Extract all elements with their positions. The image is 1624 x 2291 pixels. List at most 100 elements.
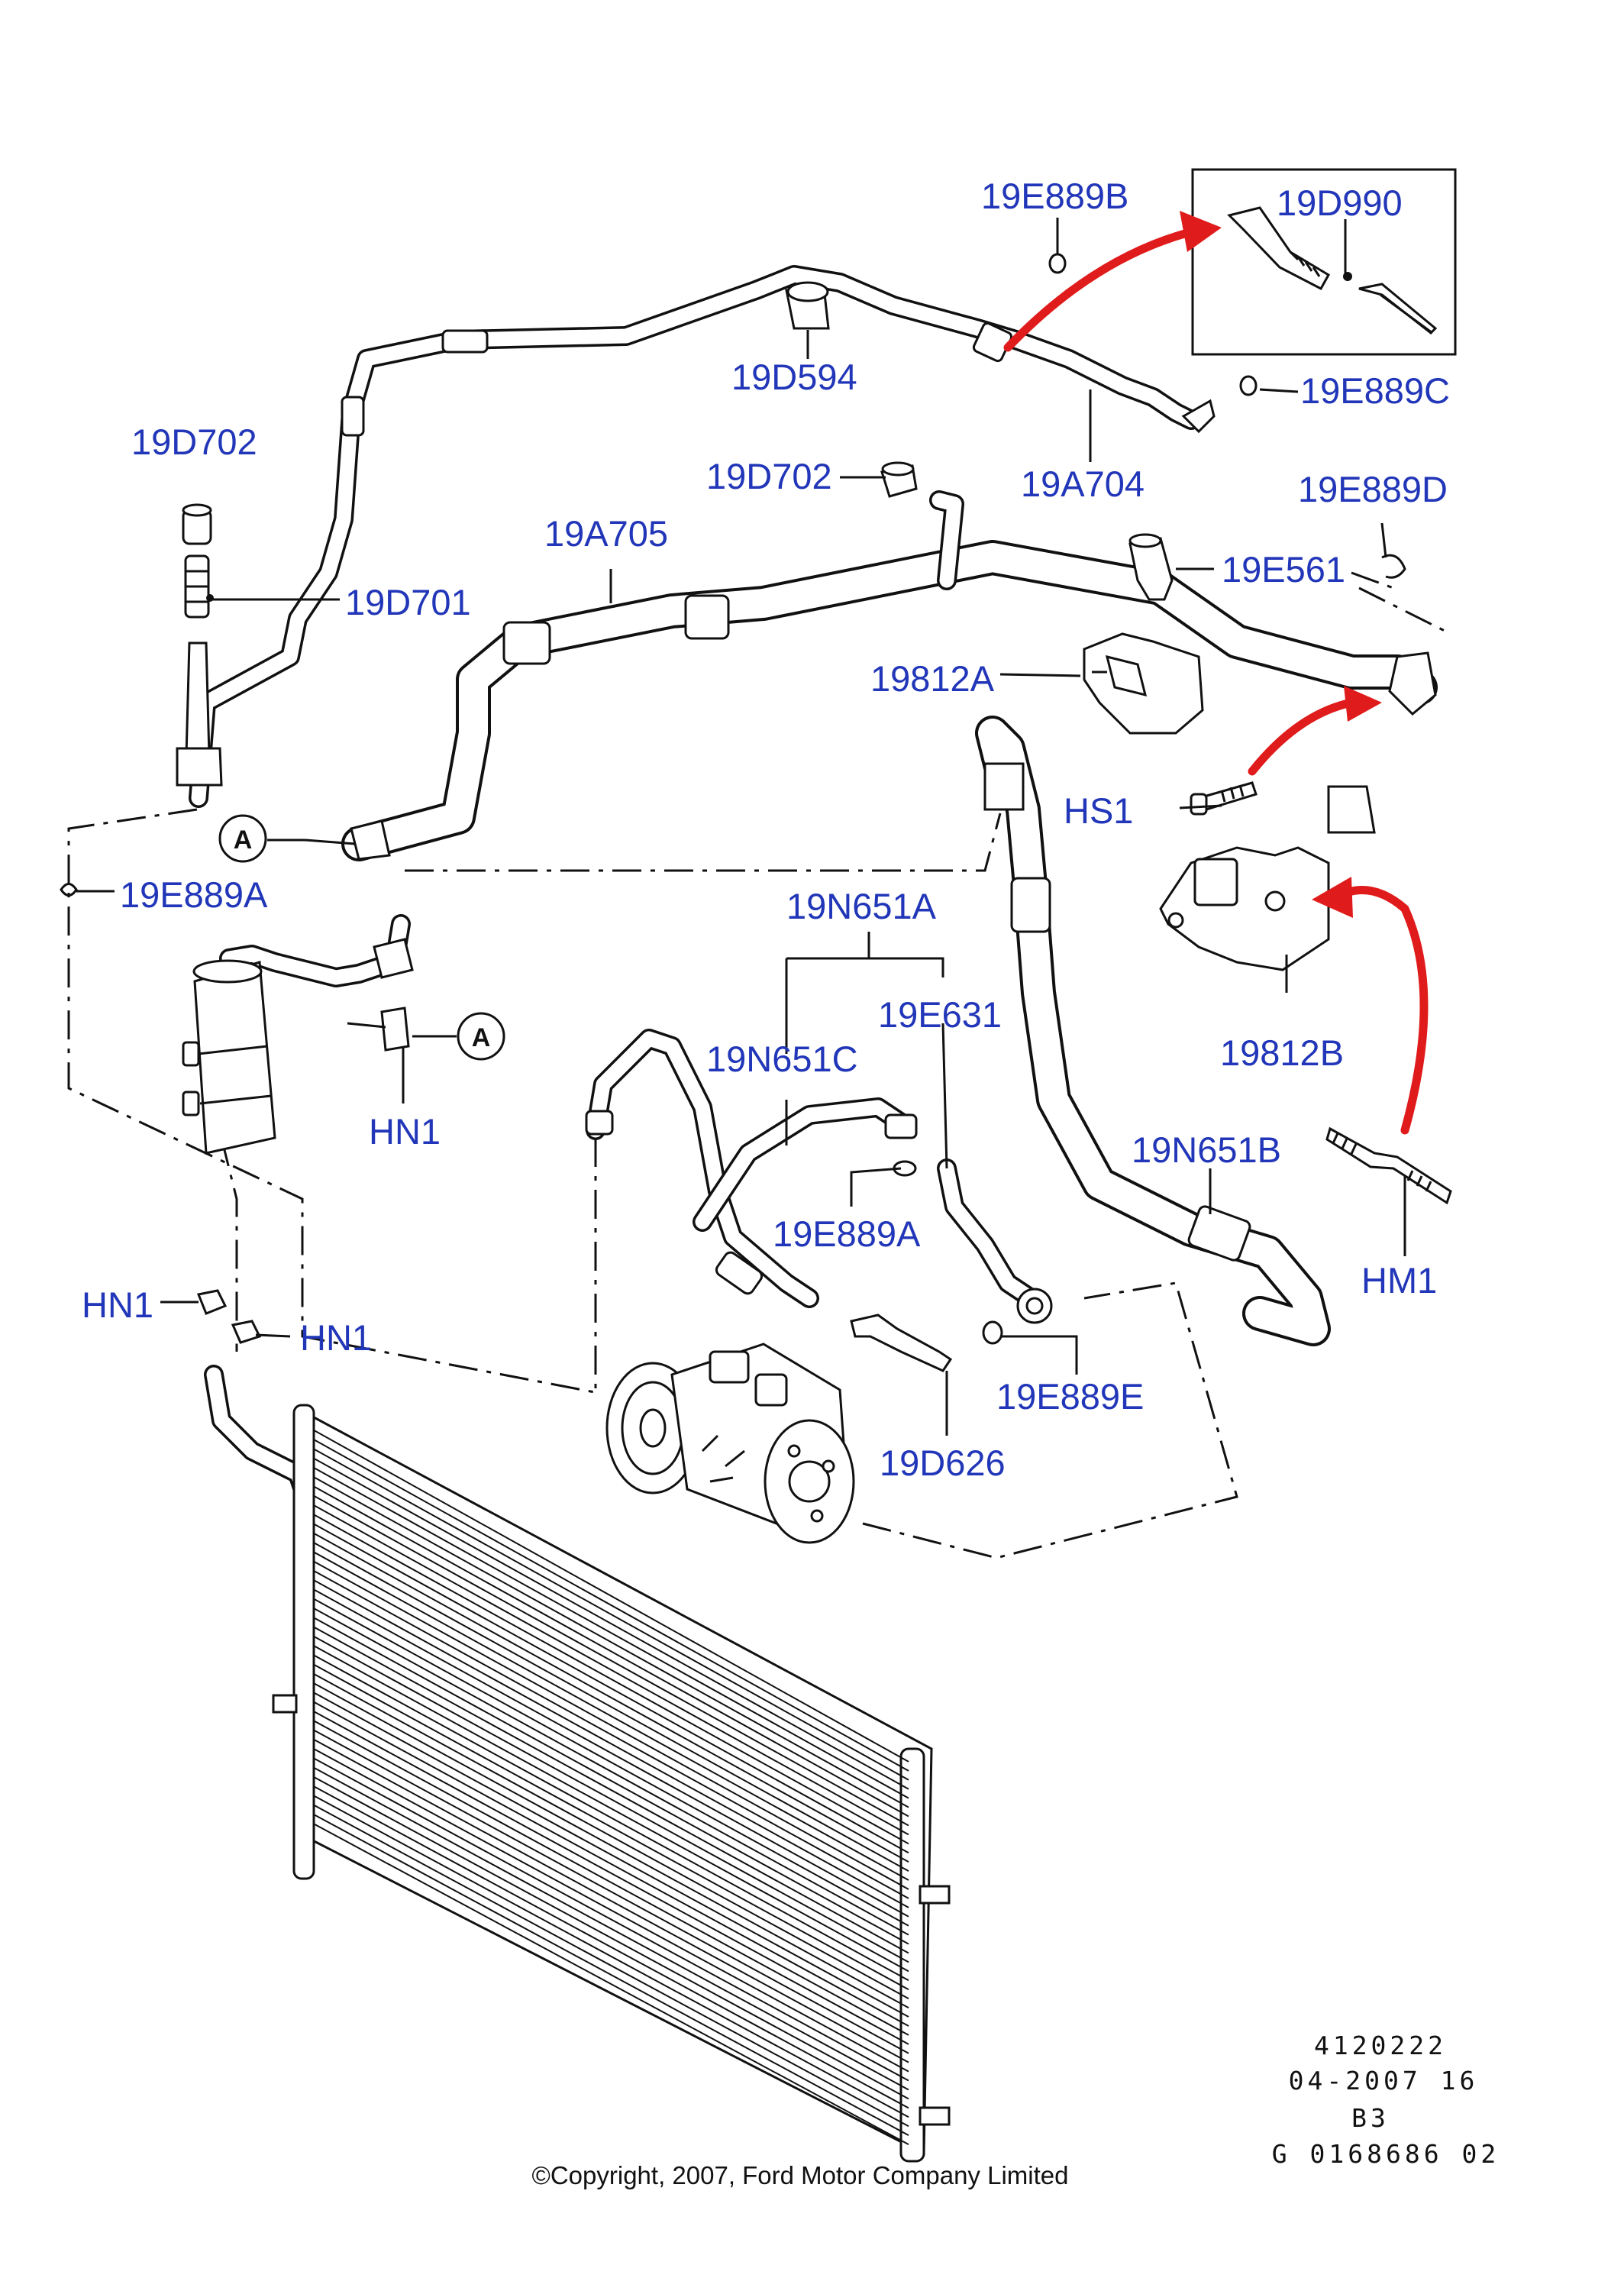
reference-line-2: 04-2007 16 xyxy=(1289,2066,1479,2096)
label-19812B: 19812B xyxy=(1220,1032,1344,1073)
condenser-fin xyxy=(312,1719,909,2045)
label-19A705: 19A705 xyxy=(544,513,668,554)
pipe-19A705 xyxy=(305,490,1438,861)
pipe-19N651C xyxy=(585,1029,918,1308)
pressure-switch-valve-core xyxy=(1227,206,1438,334)
pipe-19N651A xyxy=(975,716,1331,1346)
label-19E631: 19E631 xyxy=(878,994,1002,1035)
condenser-fin xyxy=(312,1710,909,2036)
pipe-19E631 xyxy=(937,1158,1053,1324)
label-19D702-left: 19D702 xyxy=(131,422,257,462)
label-19D702-mid: 19D702 xyxy=(706,456,832,496)
condenser xyxy=(272,1404,951,2163)
condenser-fin xyxy=(312,1747,909,2073)
condenser-fin xyxy=(312,1598,909,1927)
condenser-fin xyxy=(312,1795,909,2118)
condenser-fin xyxy=(312,1672,909,2000)
condenser-fin xyxy=(312,1438,909,1772)
condenser-fin xyxy=(312,1663,909,1991)
condenser-fin xyxy=(312,1447,909,1781)
condenser-fin xyxy=(312,1616,909,1945)
label-HN1-right: HN1 xyxy=(300,1317,372,1358)
condenser-fin xyxy=(312,1813,909,2137)
label-19N651C: 19N651C xyxy=(706,1039,858,1079)
condenser-fin xyxy=(312,1804,909,2128)
assembly-dash-lines xyxy=(67,571,1451,1559)
pipe-19A704 xyxy=(189,265,1216,808)
label-19D626: 19D626 xyxy=(880,1443,1006,1483)
condenser-fin xyxy=(312,1569,909,1899)
condenser-fin xyxy=(312,1626,909,1954)
condenser-fin xyxy=(312,1644,909,1973)
condenser-fin xyxy=(312,1550,909,1881)
condenser-fin xyxy=(312,1822,909,2145)
red-arrow-bolt xyxy=(1248,698,1356,776)
part-labels: 19E889B 19D990 19D594 19E889C 19D702 19D… xyxy=(82,176,1450,1483)
label-19E889B: 19E889B xyxy=(981,176,1128,216)
callout-A-upper: A xyxy=(218,814,267,863)
condenser-fin xyxy=(312,1738,909,2063)
reference-line-3: B3 xyxy=(1351,2103,1390,2133)
condenser-fin xyxy=(312,1541,909,1872)
label-19E889D: 19E889D xyxy=(1298,469,1448,509)
reference-line-1: 4120222 xyxy=(1314,2031,1447,2060)
label-19A704: 19A704 xyxy=(1021,464,1145,504)
compressor xyxy=(605,1343,855,1544)
condenser-fins xyxy=(312,1429,909,2145)
label-19D990: 19D990 xyxy=(1277,183,1403,223)
condenser-fin xyxy=(312,1729,909,2054)
clip-19812B xyxy=(1159,785,1376,971)
bolt-HS1 xyxy=(1190,781,1258,816)
condenser-fin xyxy=(312,1485,909,1818)
label-19812A: 19812A xyxy=(870,658,995,699)
label-HN1-left: HN1 xyxy=(82,1284,153,1325)
condenser-fin xyxy=(312,1682,909,2008)
clip-HN1-receiver xyxy=(380,1007,410,1052)
condenser-fin xyxy=(312,1532,909,1863)
condenser-fin xyxy=(312,1701,909,2027)
label-19E561: 19E561 xyxy=(1222,549,1345,590)
bracket-19D626 xyxy=(850,1314,953,1372)
condenser-fin xyxy=(312,1523,909,1854)
condenser-fin xyxy=(312,1457,909,1790)
receiver-drier xyxy=(182,959,276,1155)
condenser-fin xyxy=(312,1475,909,1808)
copyright-notice: ©Copyright, 2007, Ford Motor Company Lim… xyxy=(532,2161,1069,2189)
stud-HM1 xyxy=(1325,1126,1452,1205)
callout-A-upper-letter: A xyxy=(234,826,253,855)
switch-19E561 xyxy=(1128,533,1174,601)
condenser-fin xyxy=(312,1504,909,1836)
reference-block: 4120222 04-2007 16 B3 G 0168686 02 xyxy=(1272,2031,1500,2169)
condenser-fin xyxy=(312,1494,909,1827)
label-HN1-mid: HN1 xyxy=(369,1111,441,1152)
charge-valve-19D702-19D701 xyxy=(176,503,223,787)
condenser-fin xyxy=(312,1785,909,2109)
condenser-fin xyxy=(312,1513,909,1845)
red-arrow-stud xyxy=(1339,886,1429,1135)
label-19D594: 19D594 xyxy=(731,357,857,397)
red-arrows xyxy=(1003,211,1429,1135)
condenser-fin xyxy=(312,1607,909,1936)
condenser-fin xyxy=(312,1776,909,2100)
condenser-fin xyxy=(312,1578,909,1908)
label-19N651A: 19N651A xyxy=(786,886,937,926)
condenser-fin xyxy=(312,1756,909,2082)
label-HM1: HM1 xyxy=(1361,1260,1437,1301)
condenser-fin xyxy=(312,1653,909,1982)
leader-lines xyxy=(76,218,1406,1436)
nuts-HN1-condenser xyxy=(196,1289,262,1344)
reference-line-4: G 0168686 02 xyxy=(1272,2139,1500,2169)
red-arrow-to-inset xyxy=(1003,228,1192,352)
label-19E889A-left: 19E889A xyxy=(120,874,268,915)
o-rings xyxy=(60,253,1406,1345)
label-19E889C: 19E889C xyxy=(1300,370,1450,411)
clip-19812A xyxy=(1083,632,1204,735)
label-19E889A-mid: 19E889A xyxy=(773,1213,921,1254)
charge-valve-cap-19D702-mid xyxy=(880,461,918,498)
label-19N651B: 19N651B xyxy=(1132,1129,1281,1170)
label-19E889E: 19E889E xyxy=(996,1376,1144,1417)
pressure-sensor-19D594 xyxy=(785,281,830,330)
condenser-fin xyxy=(312,1466,909,1799)
callout-A-lower: A xyxy=(457,1012,505,1061)
callout-A-lower-letter: A xyxy=(472,1023,491,1052)
